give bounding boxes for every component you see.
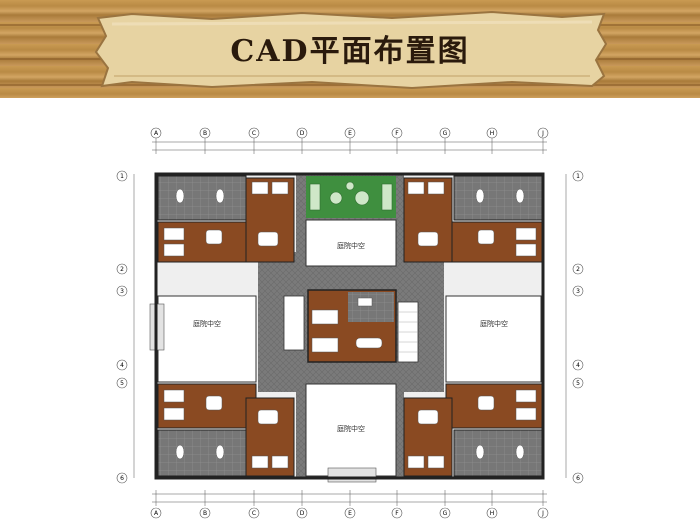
dimension-lines-top	[152, 138, 547, 154]
axis-bubble: 4	[116, 359, 128, 371]
axis-bubble: 6	[116, 472, 128, 484]
svg-text:3: 3	[120, 288, 124, 295]
axis-bubble: B	[199, 127, 211, 139]
axis-bubble: F	[391, 127, 403, 139]
dimension-lines-bottom	[152, 490, 547, 506]
svg-text:C: C	[252, 510, 256, 517]
svg-text:G: G	[443, 510, 448, 517]
svg-text:5: 5	[120, 380, 124, 387]
axis-bubble: 2	[116, 263, 128, 275]
dimension-lines-sides	[133, 174, 567, 478]
page-title: CAD平面布置图	[230, 34, 470, 69]
axis-bubble: J	[537, 507, 549, 519]
axis-bubble: G	[439, 507, 451, 519]
svg-text:B: B	[203, 510, 207, 517]
parchment-scroll	[94, 10, 608, 90]
courtyard-label-bottom: 庭院中空	[337, 424, 365, 433]
row-axis-left: 1 2 3 4 5 6	[116, 170, 128, 484]
floor-plan: 庭院中空 庭院中空 庭院中空 庭院中空	[116, 127, 584, 519]
svg-text:3: 3	[576, 288, 580, 295]
axis-bubble: F	[391, 507, 403, 519]
axis-bubble: A	[150, 127, 162, 139]
courtyard-label-right: 庭院中空	[480, 319, 508, 328]
courtyard-right	[445, 295, 542, 383]
axis-bubble: D	[296, 507, 308, 519]
courtyard-label-left: 庭院中空	[193, 319, 221, 328]
svg-text:1: 1	[576, 173, 580, 180]
svg-text:F: F	[395, 510, 399, 517]
courtyard-top	[305, 219, 397, 267]
svg-text:F: F	[395, 130, 399, 137]
axis-bubble: J	[537, 127, 549, 139]
axis-bubble: 3	[572, 285, 584, 297]
row-axis-right: 1 2 3 4 5 6	[572, 170, 584, 484]
svg-text:G: G	[443, 130, 448, 137]
svg-text:4: 4	[120, 362, 124, 369]
axis-bubble: 1	[116, 170, 128, 182]
svg-text:A: A	[154, 510, 159, 517]
svg-text:6: 6	[120, 475, 124, 482]
svg-text:5: 5	[576, 380, 580, 387]
axis-bubble: 4	[572, 359, 584, 371]
svg-text:E: E	[348, 510, 352, 517]
svg-text:H: H	[490, 130, 495, 137]
svg-text:D: D	[300, 510, 305, 517]
svg-text:A: A	[154, 130, 159, 137]
axis-bubble: E	[344, 127, 356, 139]
axis-bubble: 6	[572, 472, 584, 484]
axis-bubble: 5	[116, 377, 128, 389]
courtyard-left	[157, 295, 257, 383]
header-banner: CAD平面布置图	[0, 0, 700, 98]
axis-bubble: 5	[572, 377, 584, 389]
svg-text:2: 2	[576, 266, 580, 273]
axis-bubble: B	[199, 507, 211, 519]
axis-bubble: C	[248, 507, 260, 519]
svg-text:C: C	[252, 130, 256, 137]
svg-text:6: 6	[576, 475, 580, 482]
axis-bubble: H	[486, 507, 498, 519]
svg-text:E: E	[348, 130, 352, 137]
column-axis-top: A B C D E F G H J	[150, 127, 549, 139]
courtyard-label-top: 庭院中空	[337, 241, 365, 250]
stairs-left	[283, 295, 305, 351]
svg-text:J: J	[541, 510, 544, 517]
axis-bubble: E	[344, 507, 356, 519]
svg-text:H: H	[490, 510, 495, 517]
courtyard-bottom	[305, 383, 397, 477]
axis-bubble: A	[150, 507, 162, 519]
svg-text:4: 4	[576, 362, 580, 369]
axis-bubble: H	[486, 127, 498, 139]
axis-bubble: 3	[116, 285, 128, 297]
axis-bubble: 2	[572, 263, 584, 275]
axis-bubble: G	[439, 127, 451, 139]
axis-bubble: D	[296, 127, 308, 139]
svg-text:D: D	[300, 130, 305, 137]
axis-bubble: C	[248, 127, 260, 139]
svg-text:J: J	[541, 130, 544, 137]
svg-text:2: 2	[120, 266, 124, 273]
svg-text:B: B	[203, 130, 207, 137]
axis-bubble: 1	[572, 170, 584, 182]
column-axis-bottom: A B C D E F G H J	[150, 507, 549, 519]
svg-text:1: 1	[120, 173, 124, 180]
